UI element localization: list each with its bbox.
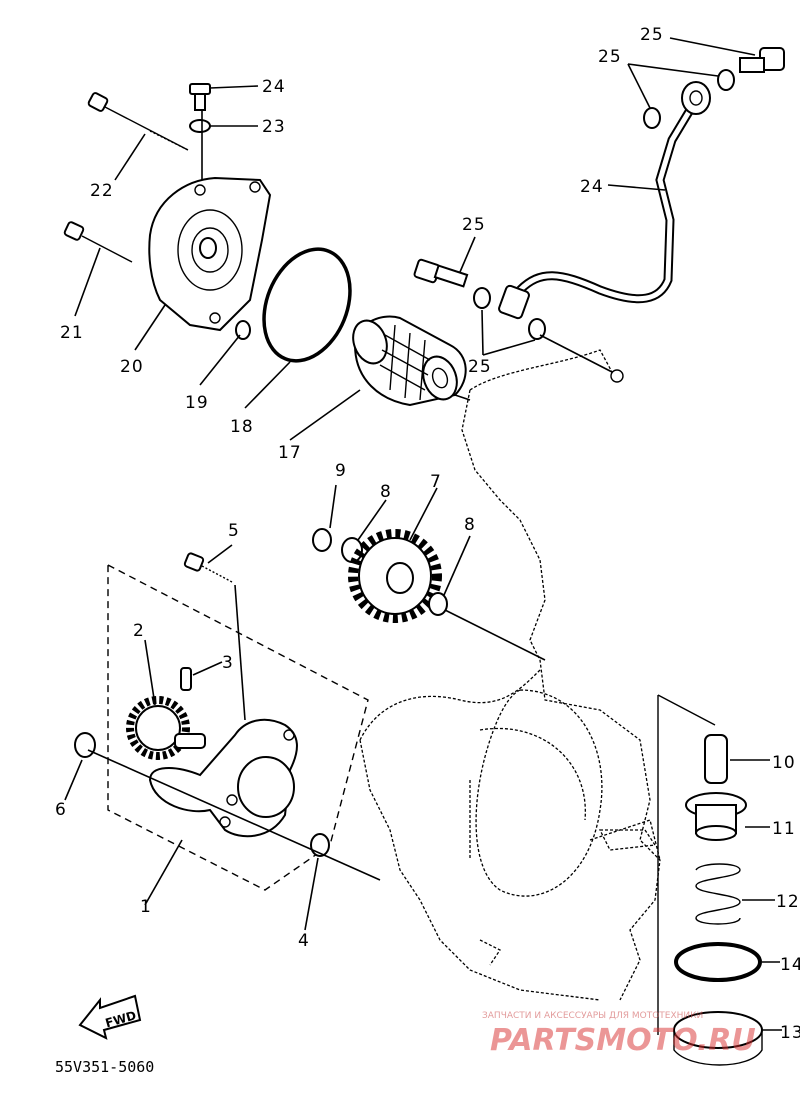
callout-20: 22 — [90, 181, 114, 201]
callout-17: 19 — [185, 393, 209, 413]
callout-22: 24 — [262, 77, 286, 97]
leader-lines — [64, 37, 782, 1031]
watermark: ЗАПЧАСТИ И АКСЕССУАРЫ ДЛЯ МОТОТЕХНИКИ PA… — [482, 1011, 756, 1058]
washer-25-d — [643, 107, 661, 129]
callout-18: 20 — [120, 357, 144, 377]
callout-2: 2 — [133, 621, 145, 641]
watermark-caption: ЗАПЧАСТИ И АКСЕССУАРЫ ДЛЯ МОТОТЕХНИКИ — [482, 1011, 703, 1021]
gear-2 — [126, 696, 206, 760]
callout-16: 18 — [230, 417, 254, 437]
dowel-6 — [74, 732, 96, 758]
washer-8-b — [428, 592, 448, 616]
oil-pipe-23 — [498, 81, 711, 320]
callout-8-a: 8 — [380, 482, 392, 502]
strainer-13 — [673, 1011, 763, 1066]
washer-25-b — [528, 318, 546, 340]
callout-9: 9 — [335, 461, 347, 481]
callout-labels: 24 23 22 21 20 19 18 17 25 25 24 25 25 9… — [55, 25, 800, 1043]
pin-3 — [180, 667, 192, 691]
o-ring-16 — [262, 247, 352, 363]
alignment-lines — [87, 334, 624, 881]
callout-4: 4 — [298, 931, 310, 951]
callout-5: 5 — [228, 521, 240, 541]
callout-24-lower: 25 — [462, 215, 486, 235]
bolt-5 — [183, 552, 233, 583]
callout-3: 3 — [222, 653, 234, 673]
screw-22 — [189, 83, 211, 111]
callout-25-upper: 25 — [598, 47, 622, 67]
filter-cover-18 — [148, 176, 272, 332]
oil-filter-15 — [352, 315, 467, 407]
washer-25-c — [717, 69, 735, 91]
circlip-9 — [312, 528, 332, 552]
crankcase-outline — [359, 349, 661, 1001]
callout-15: 17 — [278, 443, 302, 463]
banjo-bolt-24-lower — [413, 258, 469, 288]
callout-10: 10 — [772, 753, 796, 773]
callout-13: 13 — [780, 1023, 800, 1043]
washer-25-a — [473, 287, 491, 309]
callout-24-upper: 25 — [640, 25, 664, 45]
callout-1: 1 — [140, 897, 152, 917]
callout-19: 21 — [60, 323, 84, 343]
oil-pump-1 — [148, 718, 298, 838]
callout-25-lower: 25 — [468, 357, 492, 377]
plug-11 — [685, 792, 747, 841]
callout-12: 12 — [776, 892, 800, 912]
diagram-code: 55V351-5060 — [55, 1058, 154, 1076]
callout-7: 7 — [430, 472, 442, 492]
callout-6: 6 — [55, 800, 67, 820]
washer-21 — [189, 119, 211, 133]
pin-10 — [704, 734, 728, 784]
callout-21: 23 — [262, 117, 286, 137]
fwd-arrow-icon: FWD — [78, 994, 142, 1040]
bolt-19 — [63, 221, 133, 263]
o-ring-14 — [674, 942, 762, 982]
spring-12 — [695, 863, 741, 925]
callout-11: 11 — [772, 819, 796, 839]
bolt-20 — [87, 92, 189, 151]
callout-14: 14 — [780, 955, 800, 975]
banjo-bolt-24-upper — [739, 47, 785, 73]
o-ring-17 — [235, 320, 251, 340]
callout-23: 24 — [580, 177, 604, 197]
gear-7 — [348, 529, 442, 623]
assembly-box-1 — [107, 563, 369, 891]
watermark-logo: PARTSMOTO.RU — [490, 1023, 756, 1058]
callout-8-b: 8 — [464, 515, 476, 535]
